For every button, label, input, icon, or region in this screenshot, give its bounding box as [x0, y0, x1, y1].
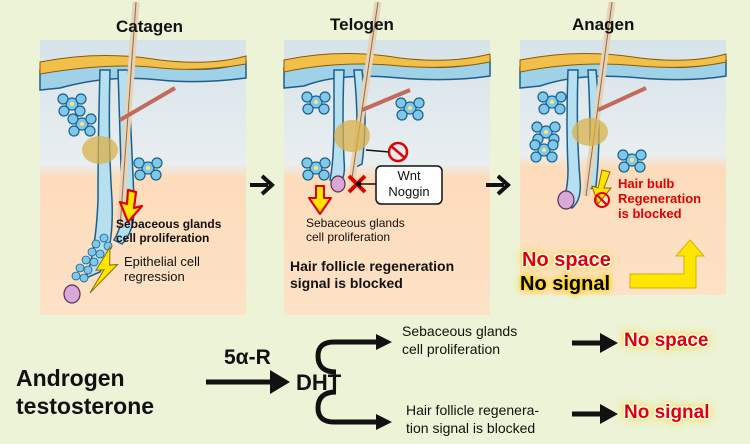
anagen-panel	[519, 1, 727, 295]
androgen-arrow	[206, 370, 290, 394]
result-arrow-bottom	[572, 404, 618, 424]
telogen-title: Telogen	[330, 15, 394, 34]
stage-arrow-2	[486, 174, 511, 196]
dht-label: DHT	[296, 370, 342, 395]
anagen-no-space: No space	[522, 249, 611, 271]
telogen-panel	[283, 1, 491, 315]
dht-branch-arrows	[315, 334, 392, 430]
result-no-space: No space	[624, 330, 709, 351]
wnt-noggin-box: Wnt Noggin	[388, 168, 430, 199]
androgen-label: Androgen testosterone	[16, 365, 155, 419]
catagen-panel	[39, 1, 247, 315]
result-no-signal: No signal	[624, 402, 710, 423]
outcome-top-label: Sebaceous glands cell proliferation	[402, 323, 518, 357]
anagen-title: Anagen	[572, 15, 635, 34]
telogen-sebaceous-label: Sebaceous glands cell proliferation	[306, 216, 405, 244]
result-arrow-top	[572, 333, 618, 353]
enzyme-label: 5α-R	[224, 346, 271, 369]
catagen-title: Catagen	[116, 17, 184, 36]
telogen-blocked-label: Hair follicle regeneration signal is blo…	[290, 258, 455, 291]
hair-bulb-label: Hair bulb Regeneration is blocked	[618, 176, 702, 221]
anagen-no-signal: No signal	[520, 273, 611, 295]
stage-arrow-1	[250, 174, 275, 196]
catagen-epithelial-label: Epithelial cell regression	[124, 254, 200, 284]
catagen-sebaceous-label: Sebaceous glands cell proliferation	[116, 217, 222, 245]
outcome-bottom-label: Hair follicle regenera- tion signal is b…	[406, 402, 540, 436]
